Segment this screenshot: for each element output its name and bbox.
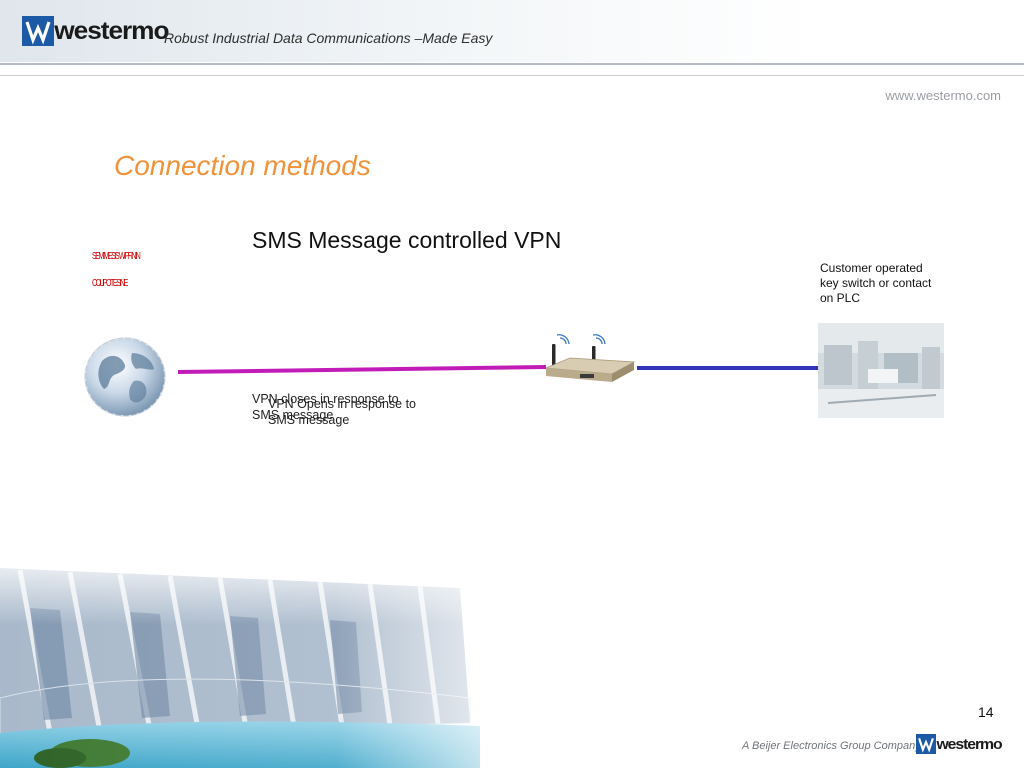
- globe-icon: [84, 337, 166, 417]
- westermo-logo: westermo: [22, 16, 169, 46]
- footer-logo: westermo: [916, 734, 1003, 754]
- footer-brand-name: westermo: [936, 735, 1002, 753]
- footer-w-logo-icon: [916, 734, 936, 754]
- westermo-w-logo-icon: [22, 16, 54, 46]
- brand-name: westermo: [54, 16, 169, 45]
- router-icon: [545, 334, 636, 382]
- factory-image: [818, 323, 944, 418]
- page-number: 14: [978, 704, 994, 720]
- slide-title: Connection methods: [114, 150, 371, 181]
- customer-note: Customer operated key switch or contact …: [820, 261, 932, 305]
- tagline: Robust Industrial Data Communications –M…: [164, 30, 493, 46]
- slide-subtitle: SMS Message controlled VPN: [252, 227, 562, 253]
- vpn-opens-note: VPN Opens in response to SMS message: [268, 397, 416, 427]
- footer-company: A Beijer Electronics Group Company: [742, 740, 921, 752]
- header-divider-thin: [0, 75, 1024, 76]
- garbled-label-1: SEMIMESIS WIPRNIN: [92, 251, 141, 262]
- header-band: [0, 0, 1024, 62]
- website-link[interactable]: www.westermo.com: [885, 88, 1001, 103]
- magenta-vpn-link: [177, 365, 547, 374]
- garbled-label-2: COLIPOTESINE: [92, 278, 128, 289]
- dam-image: [0, 548, 560, 768]
- vpn-closes-note: VPN closes in response to SMS message: [252, 392, 399, 422]
- header-divider: [0, 63, 1024, 65]
